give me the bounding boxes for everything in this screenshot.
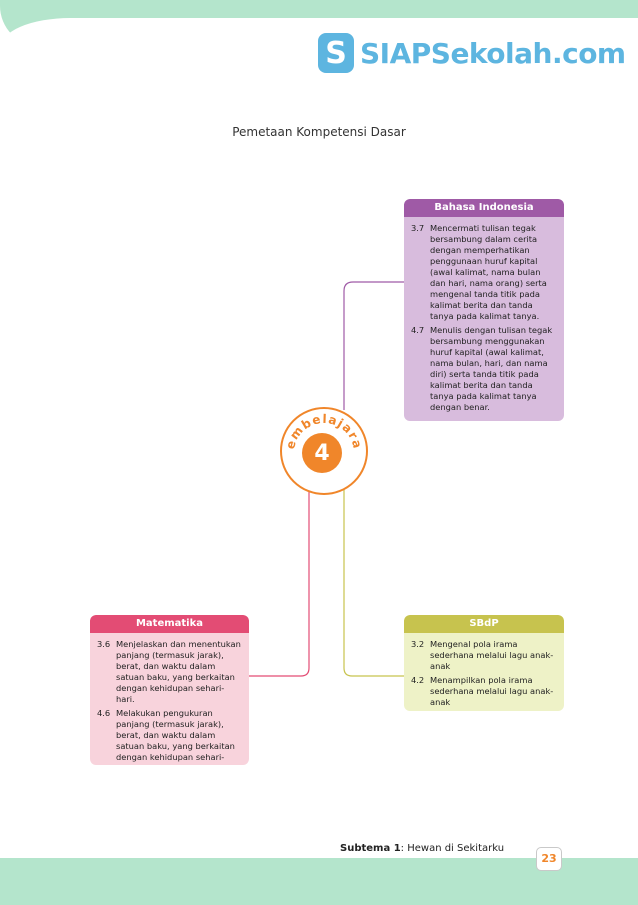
connector-matematika bbox=[249, 490, 310, 677]
logo-badge-icon: S bbox=[318, 33, 354, 73]
box-body: 3.7 Mencermati tulisan tegak bersambung … bbox=[404, 217, 564, 421]
box-title: Bahasa Indonesia bbox=[404, 199, 564, 217]
box-sbdp: SBdP 3.2 Mengenal pola irama sederhana m… bbox=[404, 615, 564, 711]
list-item: 4.7 Menulis dengan tulisan tegak bersamb… bbox=[411, 325, 556, 413]
item-text: Mencermati tulisan tegak bersambung dala… bbox=[430, 223, 547, 321]
item-number: 4.2 bbox=[411, 675, 425, 685]
connector-sbdp bbox=[343, 490, 404, 677]
subtema-label: Subtema 1 bbox=[340, 843, 401, 854]
item-number: 3.6 bbox=[97, 639, 111, 649]
box-title: SBdP bbox=[404, 615, 564, 633]
item-number: 4.7 bbox=[411, 325, 425, 335]
box-matematika: Matematika 3.6 Menjelaskan dan menentuka… bbox=[90, 615, 249, 765]
item-text: Menampilkan pola irama sederhana melalui… bbox=[430, 675, 554, 707]
lesson-number: 4 bbox=[302, 433, 342, 473]
item-text: Menjelaskan dan menentukan panjang (term… bbox=[116, 639, 241, 704]
site-logo: S SIAPSekolah.com bbox=[318, 28, 626, 78]
box-bahasa-indonesia: Bahasa Indonesia 3.7 Mencermati tulisan … bbox=[404, 199, 564, 421]
item-text: Mengenal pola irama sederhana melalui la… bbox=[430, 639, 554, 671]
list-item: 3.7 Mencermati tulisan tegak bersambung … bbox=[411, 223, 556, 322]
page-title: Pemetaan Kompetensi Dasar bbox=[232, 125, 406, 139]
footer-band bbox=[0, 858, 638, 905]
list-item: 3.2 Mengenal pola irama sederhana melalu… bbox=[411, 639, 556, 672]
footer-subtema: Subtema 1: Hewan di Sekitarku bbox=[340, 843, 505, 854]
box-body: 3.2 Mengenal pola irama sederhana melalu… bbox=[404, 633, 564, 711]
box-title: Matematika bbox=[90, 615, 249, 633]
item-text: Melakukan pengukuran panjang (termasuk j… bbox=[116, 708, 235, 765]
list-item: 4.6 Melakukan pengukuran panjang (termas… bbox=[97, 708, 241, 765]
item-number: 4.6 bbox=[97, 708, 111, 718]
item-text: Menulis dengan tulisan tegak bersambung … bbox=[430, 325, 553, 412]
box-body: 3.6 Menjelaskan dan menentukan panjang (… bbox=[90, 633, 249, 765]
list-item: 3.6 Menjelaskan dan menentukan panjang (… bbox=[97, 639, 241, 705]
item-number: 3.7 bbox=[411, 223, 425, 233]
connector-bahasa-indonesia bbox=[343, 281, 404, 410]
item-number: 3.2 bbox=[411, 639, 425, 649]
page-number: 23 bbox=[536, 847, 562, 871]
logo-text: SIAPSekolah.com bbox=[360, 36, 626, 70]
subtema-title: Hewan di Sekitarku bbox=[407, 843, 505, 854]
list-item: 4.2 Menampilkan pola irama sederhana mel… bbox=[411, 675, 556, 708]
